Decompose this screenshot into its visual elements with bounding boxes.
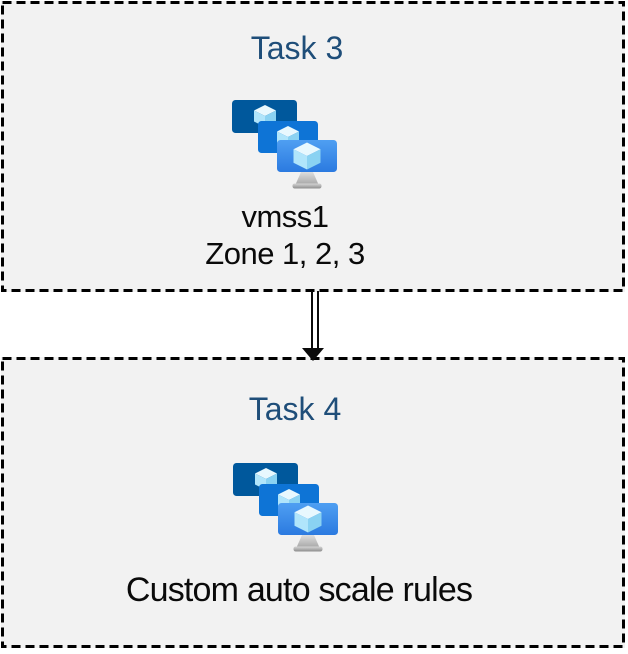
connector-arrow-shaft — [311, 291, 319, 349]
task3-title: Task 3 — [250, 30, 344, 66]
arrowhead-down-icon — [302, 348, 324, 361]
task4-caption: Custom auto scale rules — [125, 570, 473, 610]
vmss-name-label: vmss1 — [241, 199, 329, 234]
task4-title: Task 4 — [248, 391, 342, 427]
vmss-zones-label: Zone 1, 2, 3 — [205, 236, 365, 271]
vm-scale-sets-icon — [233, 463, 339, 552]
vm-scale-sets-icon — [232, 100, 338, 189]
autoscale-rules-label: Custom auto scale rules — [125, 571, 473, 609]
task3-caption: vmss1 Zone 1, 2, 3 — [205, 198, 365, 272]
task3-box-border — [1, 1, 625, 292]
